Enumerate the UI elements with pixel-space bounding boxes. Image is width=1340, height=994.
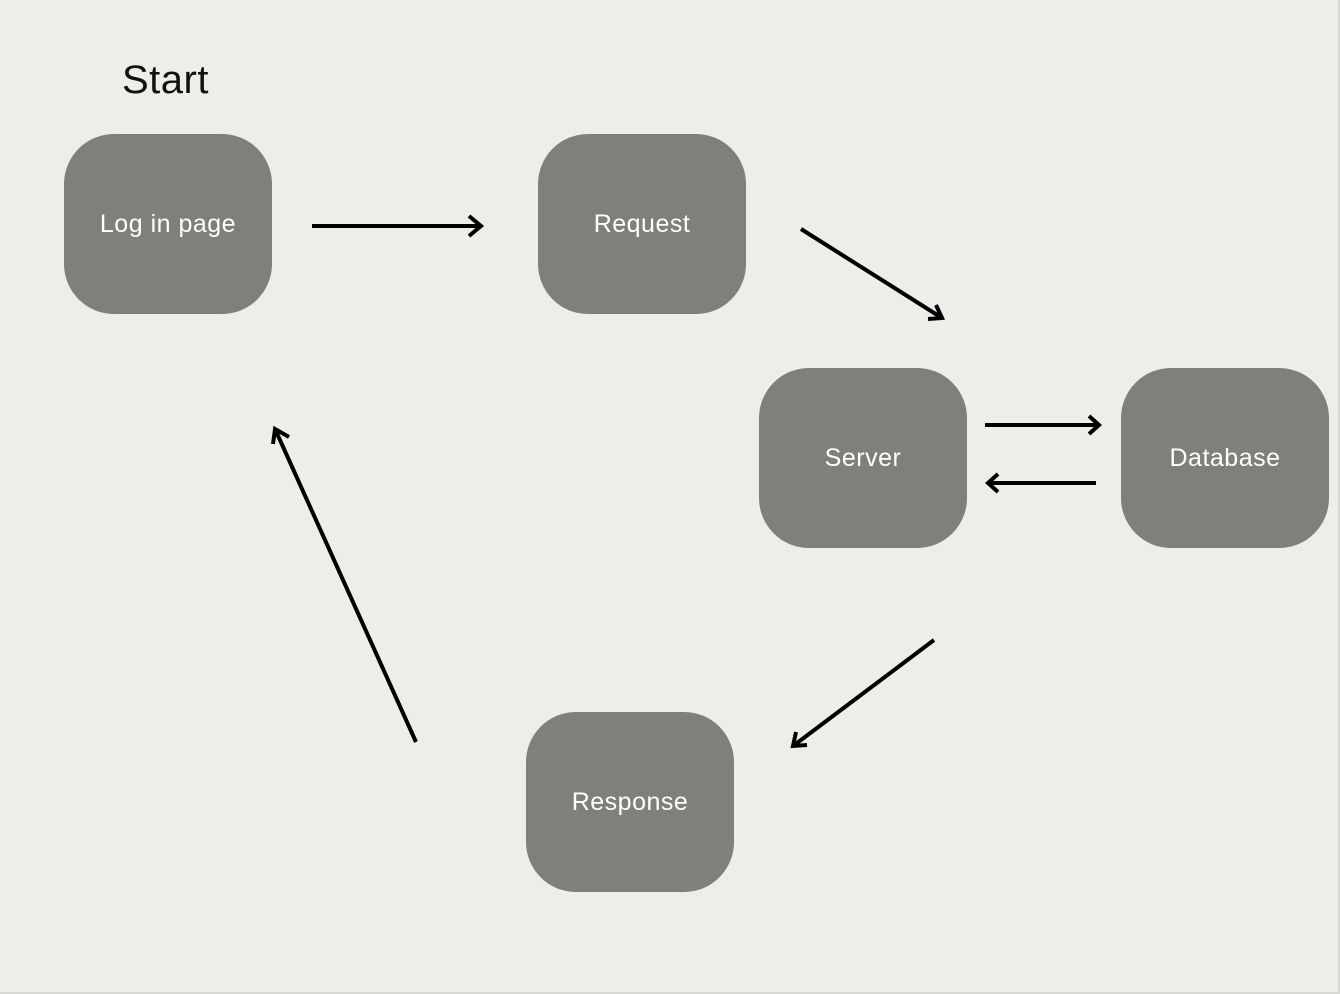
node-response-label: Response — [571, 787, 689, 816]
start-label: Start — [122, 58, 209, 102]
node-login-page[interactable]: Log in page — [64, 134, 272, 314]
arrow-database-to-server — [985, 472, 1096, 494]
node-request[interactable]: Request — [538, 134, 746, 314]
node-database-label: Database — [1169, 443, 1281, 472]
node-server[interactable]: Server — [759, 368, 967, 548]
arrow-request-to-server — [799, 227, 946, 321]
node-response[interactable]: Response — [526, 712, 734, 892]
node-server-label: Server — [824, 443, 902, 472]
node-login-page-label: Log in page — [99, 209, 237, 238]
node-request-label: Request — [593, 209, 691, 238]
arrow-login-to-request — [312, 214, 485, 238]
arrow-server-to-response — [790, 638, 936, 749]
arrow-response-to-login — [271, 425, 418, 743]
arrow-server-to-database — [985, 414, 1102, 436]
node-database[interactable]: Database — [1121, 368, 1329, 548]
